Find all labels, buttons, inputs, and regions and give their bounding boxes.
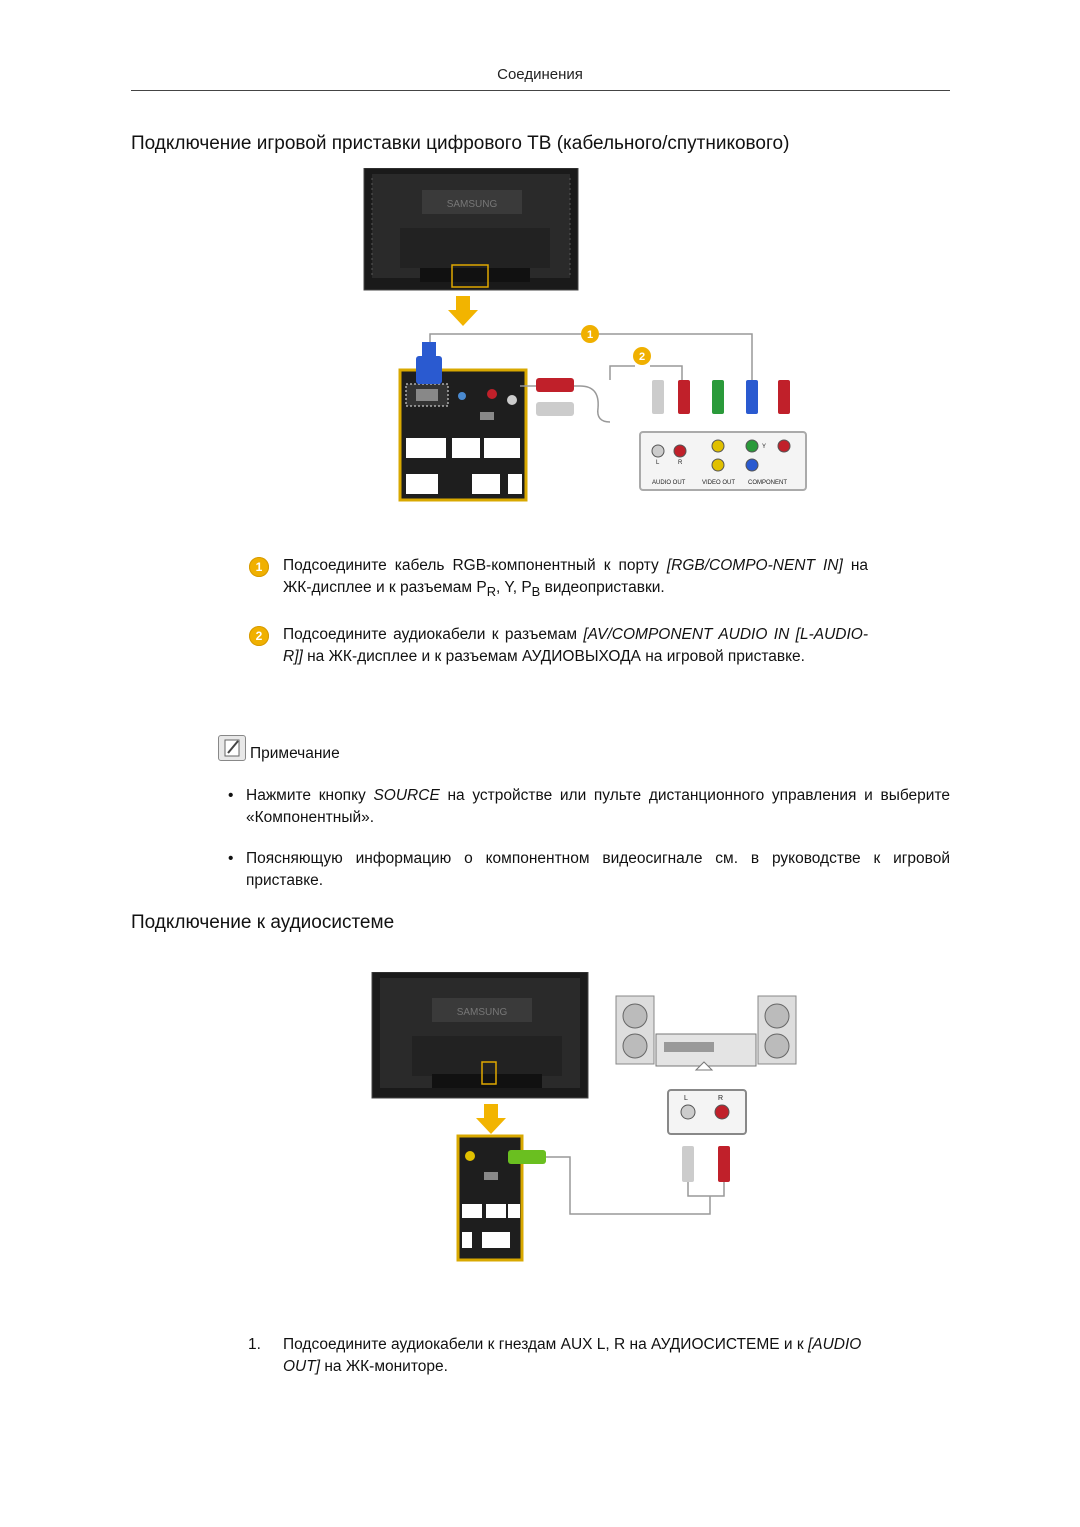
down-arrow-icon [448, 296, 478, 326]
section-heading-audio-system: Подключение к аудиосистеме [131, 912, 395, 933]
step-badge: 2 [249, 626, 269, 646]
callout-badge [633, 347, 651, 365]
source-device-panel: AUDIO OUT VIDEO OUT COMPONENT L R Y [639, 431, 807, 491]
brand-text: SAMSUNG [457, 1007, 508, 1018]
audio-system-panel: L R [667, 1089, 747, 1135]
bullet-icon: • [228, 850, 234, 867]
down-arrow-icon [476, 1104, 506, 1134]
svg-text:AUDIO OUT: AUDIO OUT [652, 480, 686, 486]
bullet-icon: • [228, 787, 234, 804]
step-1-text: Подсоедините кабель RGB-компонентный к п… [283, 557, 869, 600]
svg-text:1: 1 [587, 329, 593, 341]
section-heading-game-console: Подключение игровой приставки цифрового … [131, 133, 790, 154]
audio-connection-diagram: SAMSUNG L R [371, 972, 797, 1262]
callout-badge [581, 325, 599, 343]
vga-plug [416, 342, 442, 384]
svg-text:VIDEO OUT: VIDEO OUT [702, 480, 735, 486]
monitor-port-panel [398, 368, 528, 502]
up-arrow-icon [694, 1061, 714, 1071]
svg-text:L: L [684, 1095, 688, 1102]
monitor-back-illustration: SAMSUNG [363, 168, 579, 291]
note-title: Примечание [250, 745, 340, 762]
audio-receiver [655, 1033, 757, 1067]
svg-text:L: L [656, 460, 660, 466]
note-bullet-2: Поясняющую информацию о компонентном вид… [246, 850, 950, 889]
svg-text:COMPONENT: COMPONENT [748, 480, 787, 486]
step-number: 1. [248, 1336, 261, 1353]
svg-text:R: R [718, 1095, 723, 1102]
red-rca-plug [536, 378, 574, 392]
audio-step-1-text: Подсоедините аудиокабели к гнездам AUX L… [283, 1336, 862, 1375]
brand-text: SAMSUNG [447, 199, 498, 210]
note-bullet-1: Нажмите кнопку SOURCE на устройстве или … [246, 787, 950, 826]
white-rca-plug [536, 402, 574, 416]
device-plugs [652, 380, 790, 414]
step-badge: 1 [249, 557, 269, 577]
svg-text:2: 2 [639, 351, 645, 363]
console-connection-diagram: SAMSUNG 1 2 [363, 168, 807, 502]
header-divider [131, 90, 950, 91]
svg-text:R: R [678, 460, 683, 466]
red-rca-plug [718, 1146, 730, 1182]
white-rca-plug [682, 1146, 694, 1182]
page-header-title: Соединения [497, 66, 583, 83]
speaker-left [615, 995, 655, 1065]
svg-text:Y: Y [762, 444, 766, 450]
speaker-right [757, 995, 797, 1065]
step-2-text: Подсоедините аудиокабели к разъемам [AV/… [283, 626, 868, 665]
green-jack-plug [508, 1150, 546, 1164]
note-icon [218, 735, 246, 761]
monitor-back-illustration: SAMSUNG [371, 972, 589, 1099]
